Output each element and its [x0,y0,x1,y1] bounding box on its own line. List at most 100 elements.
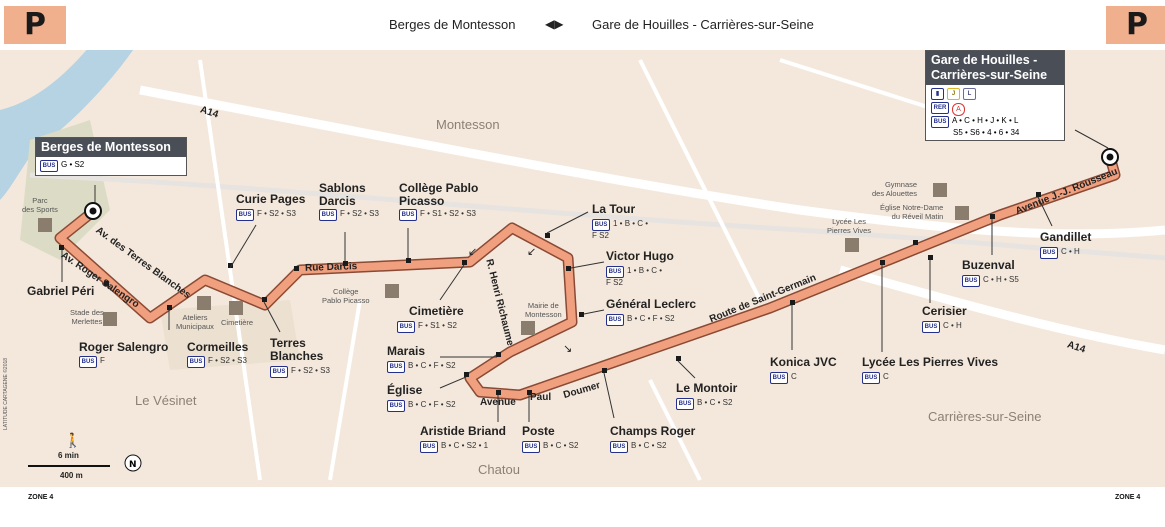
stop-konica-jvc: Konica JVC [770,355,837,369]
stop-lines-text: 1 • B • C • F S2 [592,219,649,240]
stop-marker [880,260,885,265]
gym-icon [933,183,947,197]
stop-eglise: Église [387,383,423,397]
poi-text: Parc [32,196,48,205]
stop-marker [579,312,584,317]
stop-cerisier: Cerisier [922,304,967,318]
bus-icon: BUS [420,441,438,453]
stop-lines-text: C • H [943,321,962,330]
stop-lines-text: B • C • F • S2 [408,361,456,370]
stop-lines-text: F • S1 • S2 [418,321,457,330]
town-hall-icon [521,321,535,335]
stop-marker [527,390,532,395]
bus-icon: BUS [962,275,980,287]
stop-lines-text: B • C • S2 [697,398,733,407]
road-a14-north [139,85,1165,239]
leader-line [583,309,605,315]
route-origin: Berges de Montesson [389,17,516,32]
stop-sablons-darcis: Sablons Darcis [319,181,366,208]
road-minor-2 [638,59,762,301]
leader-line [1037,196,1053,227]
bus-route [56,155,1119,399]
leader-line [546,211,589,234]
poi-text: Gymnase [884,180,918,189]
river-seine [0,40,140,200]
poi-text: Ateliers [182,313,208,322]
scale-distance: 400 m [60,471,83,480]
stop-lines-text: B • C • S2 [631,441,667,450]
bus-icon: BUS [606,266,624,278]
bus-icon: BUS [270,366,288,378]
scale-walk-time: 6 min [58,451,79,460]
stop-marker [464,372,469,377]
poi-text: des Alouettes [872,189,918,198]
stop-marker [676,356,681,361]
poi-text: Montesson [525,310,562,319]
header-bar [0,0,1165,50]
leader-line [677,360,696,379]
road-minor-5 [648,379,702,481]
bus-icon: BUS [387,400,405,412]
stop-college-pablo-picasso: Collège Pablo Picasso [399,181,479,208]
train-icon: ▮ [931,88,944,100]
stop-marker [566,266,571,271]
poi-icons [38,183,969,335]
poi-text: Pierres Vives [827,226,872,235]
poi-text: Merlettes [71,317,103,326]
terminus-marker-west-dot [89,207,97,215]
leader-line [603,372,615,419]
direction-arrow: ↘ [563,342,572,355]
stop-lines-text: B • C • F • S2 [627,314,675,323]
workshop-icon [197,296,211,310]
stop-lines-text: F • S2 • S3 [340,209,379,218]
poi-text: des Sports [22,205,58,214]
terminus-west-lines: G • S2 [61,160,85,169]
bus-icon: BUS [187,356,205,368]
church-icon [955,206,969,220]
poi-text: Stade des [70,308,104,317]
stop-lines-text: C • H • S5 [983,275,1019,284]
zone-left: ZONE 4 [28,494,54,501]
stop-marker [790,300,795,305]
stop-curie-pages: Curie Pages [236,192,306,206]
pedestrian-icon: 🚶 [64,432,81,449]
stop-lines-text: C [883,372,889,381]
bus-icon: BUS [319,209,337,221]
poi-text: Pablo Picasso [322,296,370,305]
stop-marker [167,305,172,310]
stop-terres-blanches: Terres Blanches [270,336,324,363]
stop-general-leclerc: Général Leclerc [606,297,697,311]
parking-badge-right: P [1106,6,1165,44]
place-le-vesinet: Le Vésinet [135,393,197,408]
stop-marker [262,297,267,302]
bus-icon: BUS [1040,247,1058,259]
stop-lines-text: B • C • S2 [543,441,579,450]
bus-icon: BUS [676,398,694,410]
stop-lines-text: C [791,372,797,381]
stop-marker [602,368,607,373]
poi-text: Lycée Les [832,217,866,226]
zone-right: ZONE 4 [1115,494,1141,501]
stop-lines-text: B • C • F • S2 [408,400,456,409]
poi-text: du Réveil Matin [891,212,944,221]
bus-icon: BUS [236,209,254,221]
residential-area [160,300,300,370]
compass-icon [124,454,142,472]
leader-line [570,261,605,269]
leader-line [439,376,467,389]
direction-arrow: ↙ [468,245,477,258]
bus-icon: BUS [606,314,624,326]
